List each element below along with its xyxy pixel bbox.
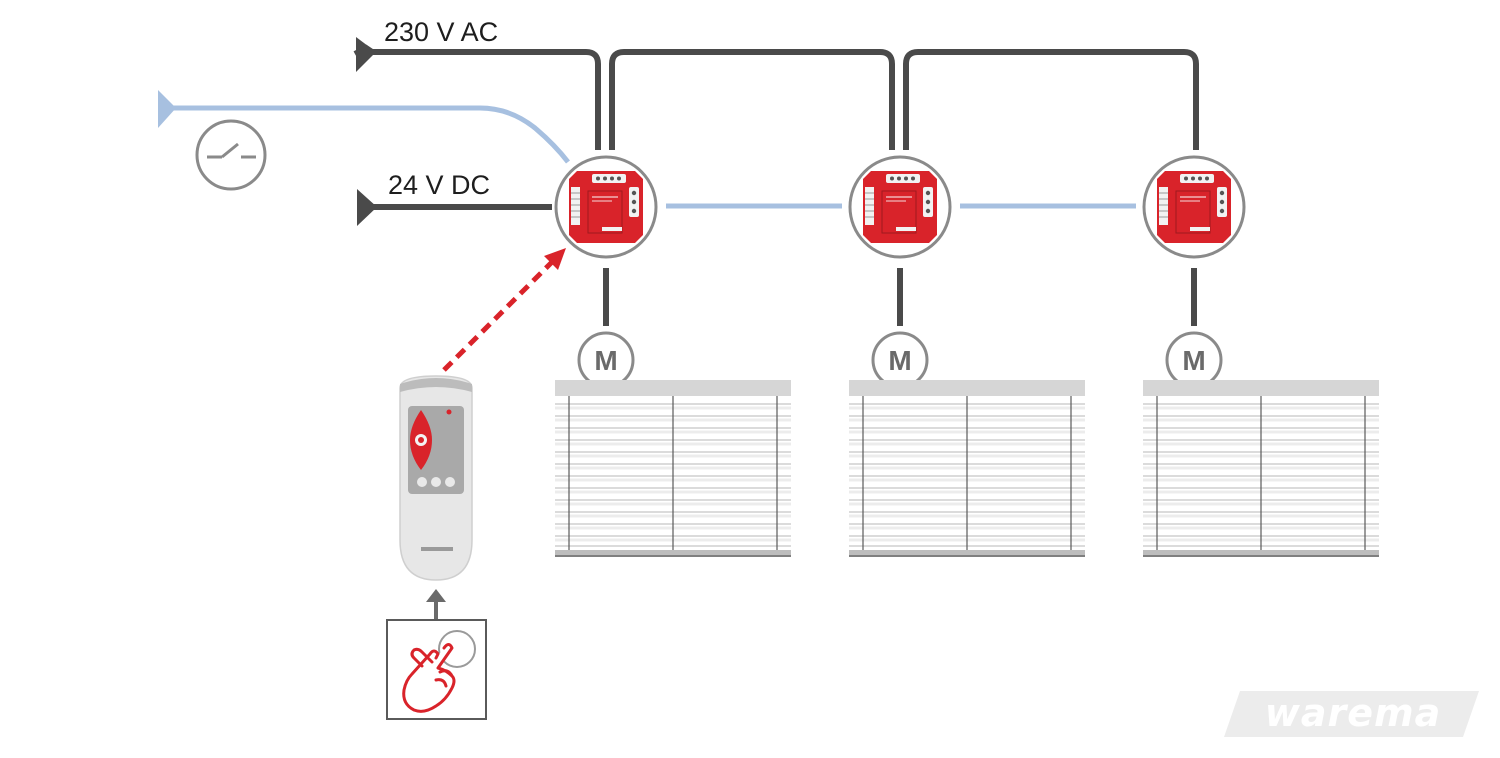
signal-input-wire — [158, 90, 570, 164]
motor-icon-3: M — [1165, 331, 1223, 389]
ac-loop-wire-2 — [903, 49, 1199, 150]
hand-transmitter-icon — [399, 375, 473, 581]
ac-supply-label: 230 V AC — [384, 17, 498, 47]
motor-icon-1: M — [577, 331, 635, 389]
svg-text:M: M — [888, 345, 911, 376]
switch-contact-icon — [195, 119, 267, 191]
dashed-radio-arrow-icon — [442, 248, 566, 372]
push-button-hand-icon — [386, 619, 487, 720]
radio-receiver-module-2 — [848, 155, 952, 259]
svg-text:warema: warema — [1265, 691, 1442, 735]
warema-logo: warema — [1224, 691, 1479, 737]
dc-supply-wire — [357, 189, 552, 226]
dc-supply-label: 24 V DC — [388, 170, 490, 200]
ac-loop-wire-1 — [609, 49, 895, 150]
motor-icon-2: M — [871, 331, 929, 389]
venetian-blind-icon-1 — [553, 378, 793, 558]
push-arrow-icon — [426, 589, 446, 620]
radio-receiver-module-3 — [1142, 155, 1246, 259]
venetian-blind-icon-3 — [1141, 378, 1381, 558]
svg-text:M: M — [1182, 345, 1205, 376]
venetian-blind-icon-2 — [847, 378, 1087, 558]
ac-supply-wire — [353, 37, 601, 150]
svg-text:M: M — [594, 345, 617, 376]
radio-receiver-module-1 — [554, 155, 658, 259]
